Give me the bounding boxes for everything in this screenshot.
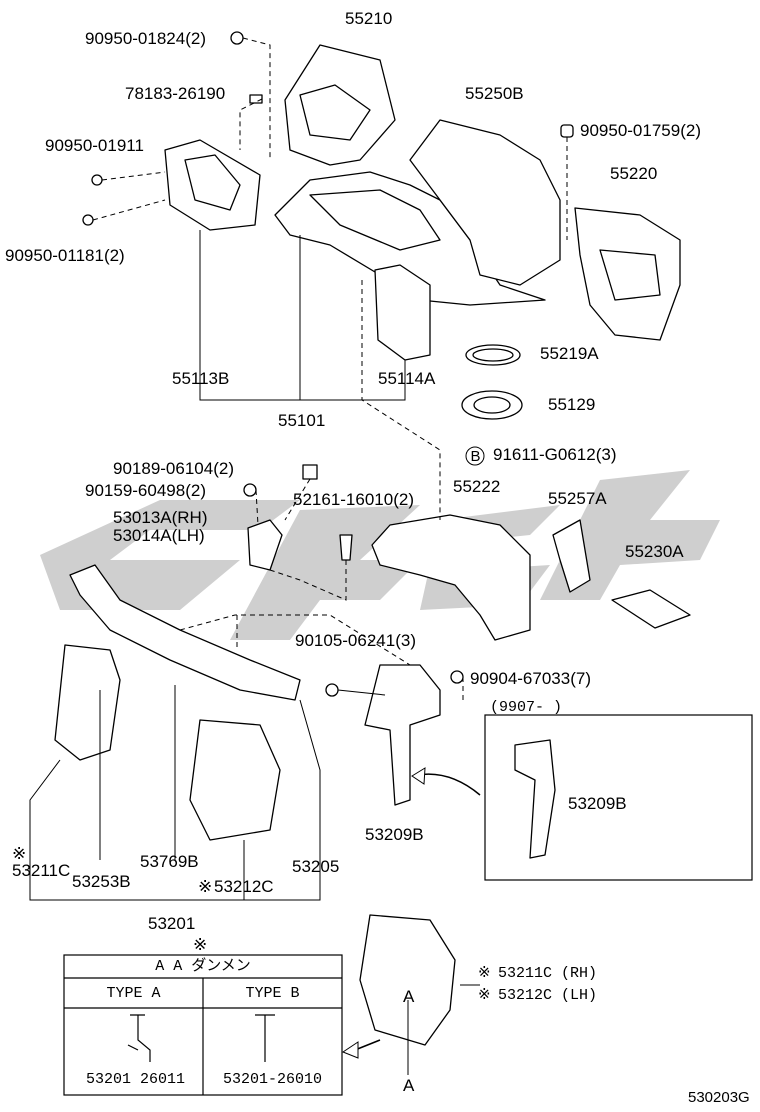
label-9907-range: (9907- ) [490, 699, 563, 716]
label-53211C-RH: 53211C (RH) [498, 965, 598, 982]
label-53014A: 53014A(LH) [113, 526, 205, 545]
part-53201-member-shape [69, 564, 301, 701]
part-53209B-box-shape [514, 739, 556, 859]
part-90950-01181-shape [82, 214, 94, 226]
leader-lines [29, 37, 568, 1075]
part-55220-shape [574, 207, 681, 341]
part-53211C-53212C-panel-shape [359, 914, 456, 1046]
label-55220: 55220 [610, 164, 658, 183]
callout-circle-B [465, 446, 485, 466]
alternate-part-box [484, 714, 753, 881]
arrow-section-head [341, 1041, 359, 1059]
label-55210: 55210 [345, 9, 393, 28]
label-90105-06241: 90105-06241(3) [295, 631, 416, 650]
note-mark-rh: ※ [478, 964, 491, 981]
section-table-part-b: 53201-26010 [222, 1071, 323, 1088]
label-53209B: 53209B [365, 825, 424, 844]
part-90950-01911-shape [91, 174, 103, 186]
label-55250B: 55250B [465, 84, 524, 103]
arrow-section [354, 1039, 381, 1051]
note-mark-53211C: ※ [12, 844, 27, 863]
label-53212C-LH: 53212C (LH) [498, 987, 598, 1004]
part-55129-shape [461, 390, 523, 420]
section-table-title: A A ダンメン [155, 958, 251, 975]
label-90159-60498: 90159-60498(2) [85, 481, 206, 500]
label-55101: 55101 [278, 411, 326, 430]
part-53211C-shape [54, 644, 121, 761]
section-ref-A-bottom: A [403, 1076, 415, 1095]
label-53211C: 53211C [12, 861, 71, 880]
label-90189-06104: 90189-06104(2) [113, 459, 234, 478]
label-90950-01911: 90950-01911 [45, 136, 144, 155]
label-90950-01824: 90950-01824(2) [85, 29, 206, 48]
part-90189-06104-shape [302, 464, 318, 480]
part-55101-shape [274, 171, 546, 306]
note-mark-table: ※ [193, 935, 208, 954]
label-53205: 53205 [292, 857, 340, 876]
part-55113B-shape [164, 139, 261, 231]
label-78183-26190: 78183-26190 [125, 84, 226, 103]
label-53013A: 53013A(RH) [113, 508, 208, 527]
part-55210-shape [284, 44, 396, 166]
part-78183-26190-shape [249, 94, 263, 104]
label-91611-G0612: 91611-G0612(3) [493, 445, 617, 464]
part-90105-06241-shape [325, 683, 339, 697]
label-55257A: 55257A [548, 489, 607, 508]
callout-B-text: B [470, 448, 481, 465]
label-53209B-box: 53209B [568, 794, 627, 813]
label-90950-01181: 90950-01181(2) [5, 246, 125, 265]
part-55250B-shape [409, 119, 561, 286]
label-53253B: 53253B [72, 872, 131, 891]
label-53201: 53201 [148, 914, 196, 933]
section-table-type-b: TYPE B [245, 985, 300, 1002]
label-55129: 55129 [548, 395, 596, 414]
label-55114A: 55114A [378, 369, 436, 388]
section-table-type-a: TYPE A [106, 985, 161, 1002]
part-55257A-shape [552, 519, 591, 593]
label-55113B: 55113B [172, 369, 230, 388]
label-53212C: 53212C [214, 877, 274, 896]
part-90950-01824-shape [230, 31, 244, 45]
label-90950-01759: 90950-01759(2) [580, 121, 701, 140]
diagram-id: 530203G [688, 1089, 750, 1106]
label-55219A: 55219A [540, 344, 599, 363]
part-90904-67033-shape [450, 670, 464, 684]
part-55114A-shape [374, 264, 431, 361]
part-90950-01759-shape [560, 124, 574, 138]
part-53209B-shape [364, 664, 441, 806]
note-mark-53212C: ※ [198, 877, 213, 896]
arrow-alternate-head [411, 767, 426, 785]
section-table-part-a: 53201 26011 [85, 1071, 186, 1088]
part-55230A-shape [611, 589, 691, 629]
part-90159-60498-shape [243, 483, 257, 497]
arrow-alternate [417, 773, 481, 796]
part-53013A-shape [247, 519, 283, 571]
label-90904-67033: 90904-67033(7) [470, 669, 591, 688]
part-52161-16010-shape [339, 534, 353, 561]
part-55219A-shape [465, 344, 521, 366]
note-mark-lh: ※ [478, 986, 491, 1003]
label-53769B: 53769B [140, 852, 199, 871]
label-55230A: 55230A [625, 542, 684, 561]
label-55222: 55222 [453, 477, 501, 496]
part-53212C-shape [189, 719, 281, 841]
label-52161-16010: 52161-16010(2) [293, 490, 414, 509]
section-table-frame [63, 954, 343, 1096]
section-ref-A-top: A [403, 987, 415, 1006]
